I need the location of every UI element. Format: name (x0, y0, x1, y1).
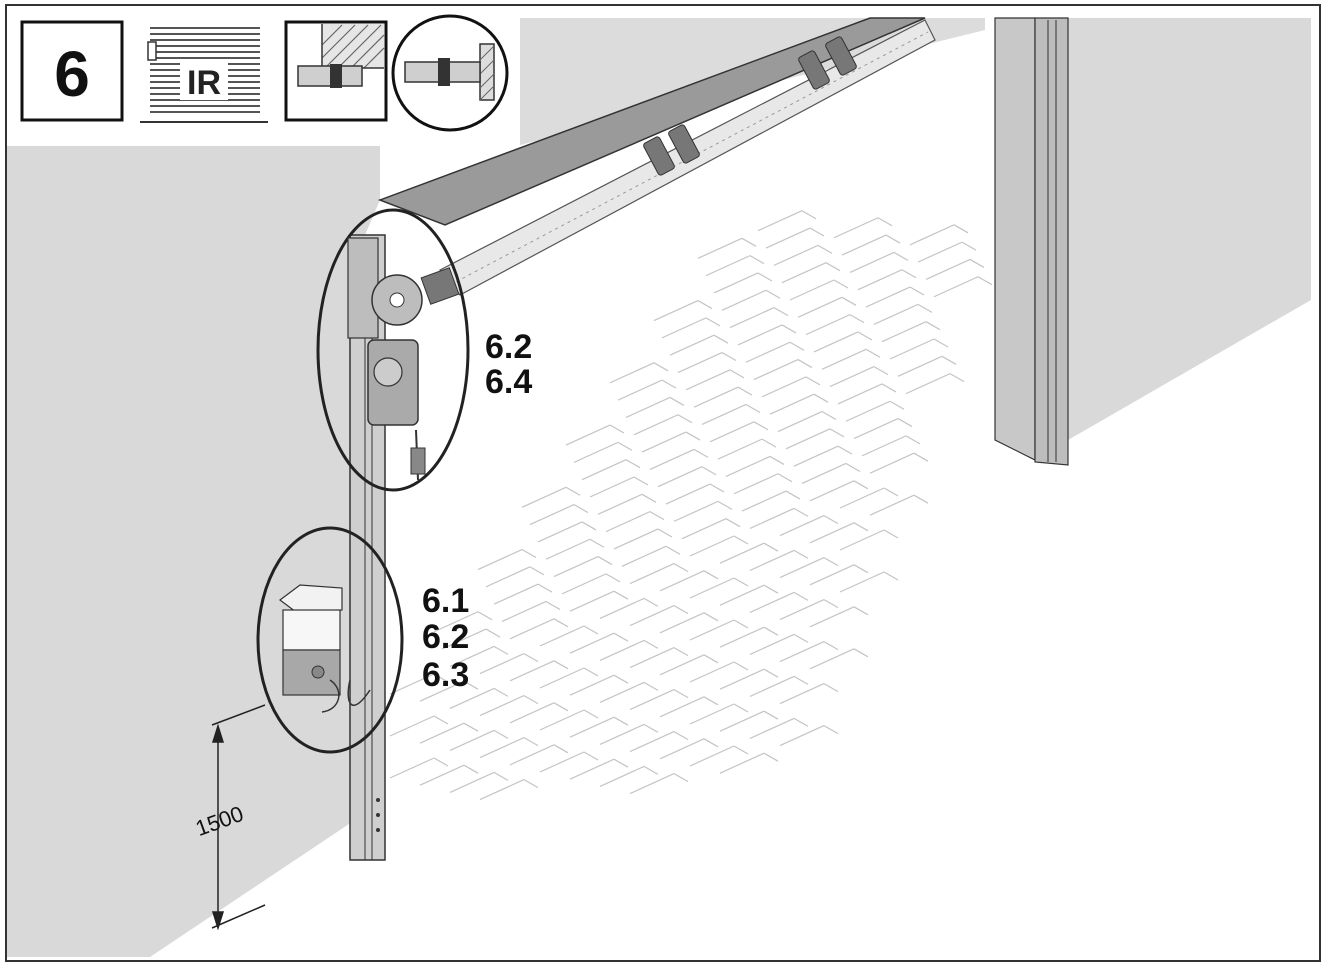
step-number-box (20, 20, 124, 122)
roller-header-box (377, 17, 926, 226)
lower-callout-line-2: 6.2 (422, 618, 469, 656)
left-wall (7, 145, 380, 957)
upper-callout-line-1: 6.2 (485, 328, 532, 366)
right-guide-rail (1034, 17, 1069, 466)
step-number: 6 (54, 38, 90, 110)
upper-callout-line-2: 6.4 (485, 363, 532, 401)
right-wall (1068, 18, 1311, 440)
control-box-detail-circle (256, 526, 404, 754)
right-pillar (994, 17, 1036, 461)
lower-callout-line-3: 6.3 (422, 656, 469, 694)
wall-mount-bracket-detail-icon (391, 14, 509, 132)
brick-floor-pattern (389, 210, 993, 801)
door-type-label: IR (187, 64, 221, 102)
motor-detail-circle (316, 208, 470, 492)
shaft-couplings (643, 36, 857, 176)
control-box (279, 584, 371, 713)
height-dimension (211, 704, 266, 931)
drive-motor (347, 237, 460, 481)
lower-callout-line-1: 6.1 (422, 582, 469, 620)
roller-door-ir-icon: IR (140, 22, 268, 123)
wall-mount-bracket-icon (284, 20, 388, 122)
